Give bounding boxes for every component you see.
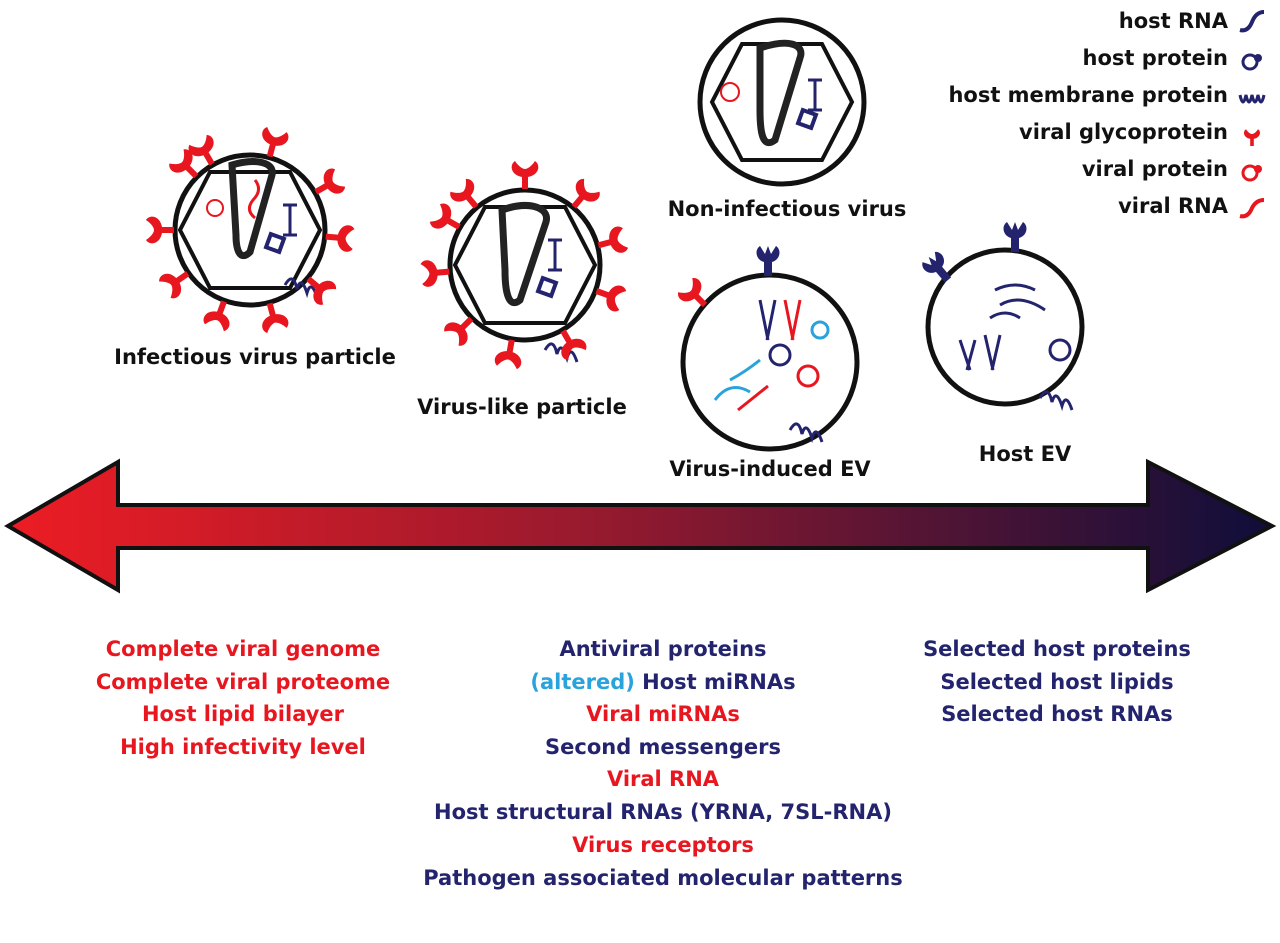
viral-glycoprotein-spike bbox=[324, 223, 355, 253]
svg-text:Viral miRNAs: Viral miRNAs bbox=[586, 702, 740, 726]
viral-glycoprotein-spike bbox=[493, 337, 525, 370]
svg-text:Selected host proteins: Selected host proteins bbox=[923, 637, 1191, 661]
viral-glycoprotein-spike bbox=[309, 166, 347, 204]
svg-text:High infectivity level: High infectivity level bbox=[120, 735, 366, 759]
label-virus-induced-ev: Virus-induced EV bbox=[669, 457, 871, 481]
viral-glycoprotein-spike bbox=[186, 133, 224, 171]
svg-text:Complete viral proteome: Complete viral proteome bbox=[96, 670, 390, 694]
legend: host RNA host protein host membrane prot… bbox=[948, 9, 1266, 219]
viral-glycoprotein-spike bbox=[563, 176, 603, 216]
infectious-virus-particle bbox=[172, 152, 328, 308]
viral-glycoprotein-spike bbox=[428, 201, 466, 239]
viral-glycoprotein-spike bbox=[447, 176, 487, 216]
viral-glycoprotein-spike bbox=[511, 161, 539, 189]
legend-host-protein: host protein bbox=[1083, 46, 1228, 70]
viral-glycoprotein-spike bbox=[420, 258, 451, 288]
viral-glycoprotein-spike bbox=[146, 216, 174, 244]
svg-text:(altered) Host miRNAs: (altered) Host miRNAs bbox=[530, 670, 795, 694]
viral-glycoprotein-icon bbox=[1244, 129, 1260, 146]
middle-column: Antiviral proteins (altered) Host miRNAs… bbox=[423, 637, 903, 890]
host-membrane-protein-icon bbox=[1238, 94, 1266, 104]
legend-viral-glycoprotein: viral glycoprotein bbox=[1019, 120, 1228, 144]
svg-text:Selected host RNAs: Selected host RNAs bbox=[941, 702, 1173, 726]
viral-glycoprotein-spike bbox=[157, 262, 196, 301]
svg-text:Complete viral genome: Complete viral genome bbox=[106, 637, 381, 661]
double-arrow bbox=[4, 458, 1277, 594]
viral-glycoprotein-spike bbox=[442, 309, 481, 348]
label-infectious-virus-particle: Infectious virus particle bbox=[114, 345, 396, 369]
viral-protein-icon bbox=[1241, 164, 1262, 182]
host-protein-icon bbox=[1241, 53, 1262, 71]
label-virus-like-particle: Virus-like particle bbox=[417, 395, 627, 419]
svg-text:Host lipid bilayer: Host lipid bilayer bbox=[142, 702, 345, 726]
legend-viral-protein: viral protein bbox=[1082, 157, 1228, 181]
viral-glycoprotein-spike bbox=[551, 324, 589, 362]
host-rna-icon bbox=[1239, 10, 1265, 33]
virus-like-particle bbox=[447, 187, 603, 364]
svg-text:Host structural RNAs (YRNA, 7S: Host structural RNAs (YRNA, 7SL-RNA) bbox=[434, 800, 892, 824]
legend-host-rna: host RNA bbox=[1119, 9, 1229, 33]
viral-rna-icon bbox=[1239, 198, 1265, 219]
legend-viral-rna: viral RNA bbox=[1118, 194, 1229, 218]
left-column: Complete viral genome Complete viral pro… bbox=[96, 637, 390, 759]
label-non-infectious-virus: Non-infectious virus bbox=[668, 197, 907, 221]
host-ev bbox=[919, 222, 1085, 412]
non-infectious-virus bbox=[697, 17, 867, 187]
svg-text:Selected host lipids: Selected host lipids bbox=[940, 670, 1173, 694]
svg-text:Virus receptors: Virus receptors bbox=[572, 833, 754, 857]
right-column: Selected host proteins Selected host lip… bbox=[923, 637, 1191, 726]
legend-host-membrane-protein: host membrane protein bbox=[948, 83, 1228, 107]
svg-text:Antiviral proteins: Antiviral proteins bbox=[559, 637, 766, 661]
virus-induced-ev bbox=[675, 246, 860, 452]
svg-text:Pathogen associated molecular: Pathogen associated molecular patterns bbox=[423, 866, 903, 890]
svg-text:Second messengers: Second messengers bbox=[545, 735, 781, 759]
label-host-ev: Host EV bbox=[979, 442, 1072, 466]
svg-text:Viral RNA: Viral RNA bbox=[607, 767, 720, 791]
